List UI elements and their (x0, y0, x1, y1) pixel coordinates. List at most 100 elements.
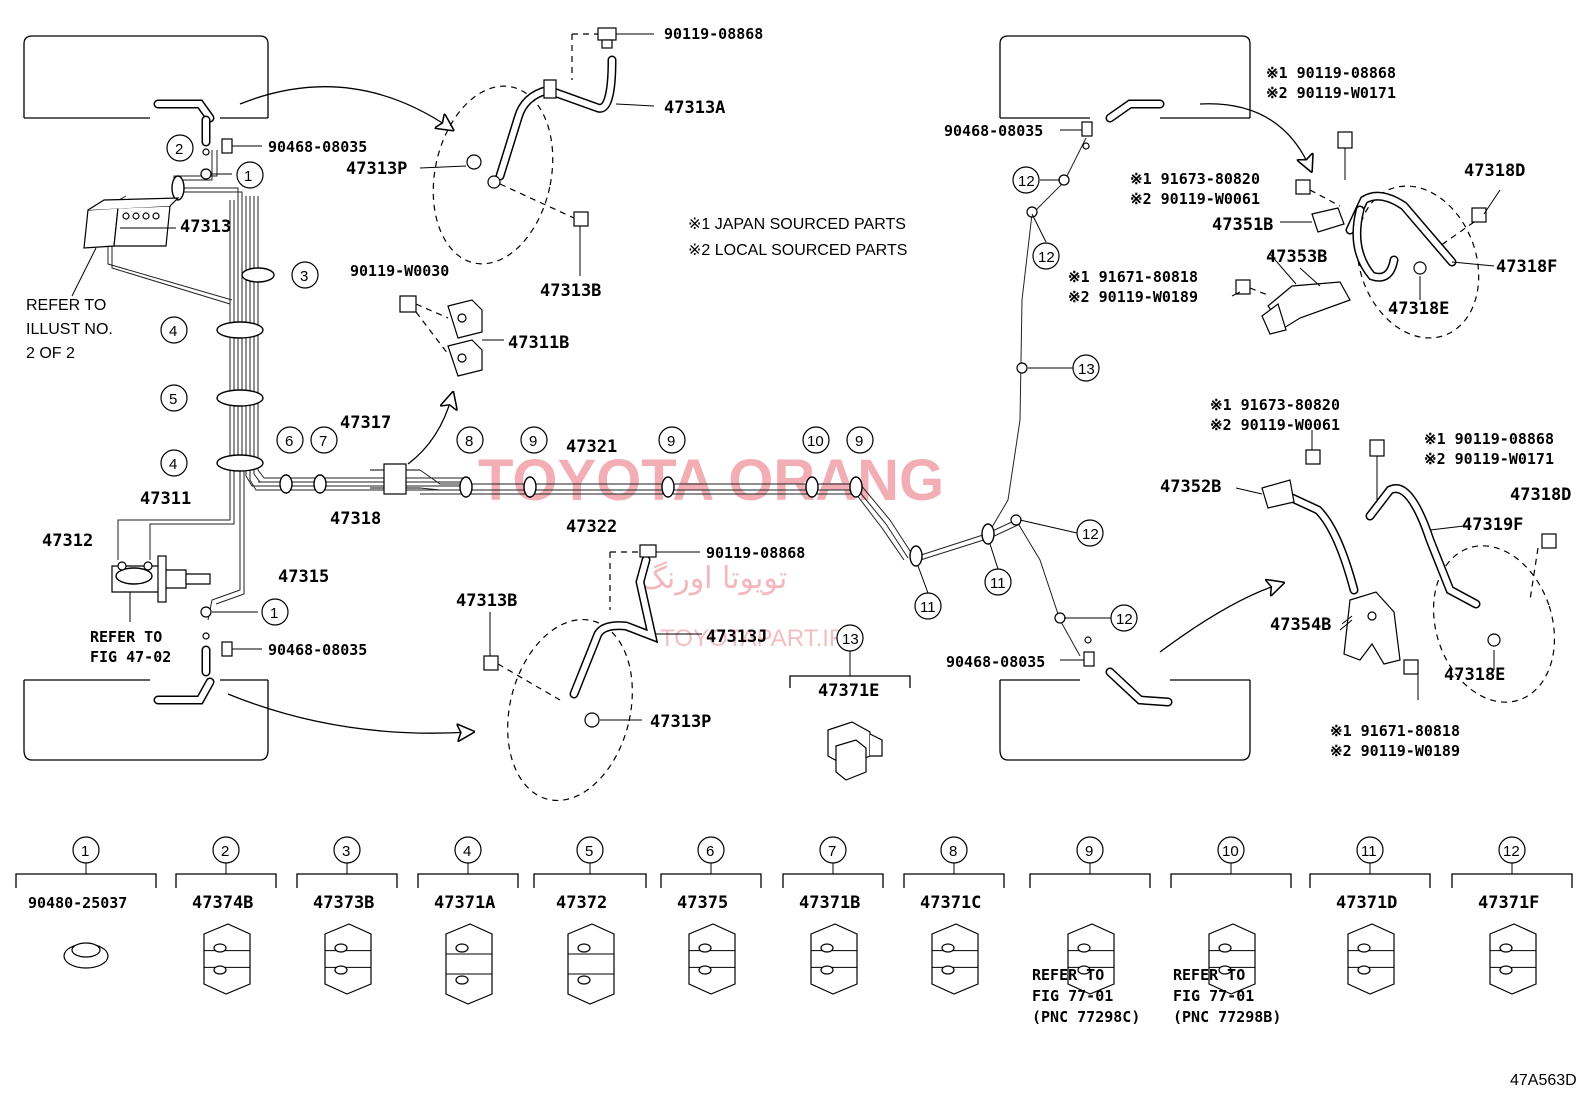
clip-10-icon (1208, 923, 1256, 995)
svg-text:47313A: 47313A (664, 98, 725, 118)
svg-text:10: 10 (807, 433, 824, 450)
svg-text:※1 91673-80820: ※1 91673-80820 (1130, 170, 1260, 188)
svg-text:47319F: 47319F (1462, 515, 1523, 535)
svg-text:90119-W0030: 90119-W0030 (350, 262, 449, 280)
arrow-rear-left (227, 693, 470, 733)
legend-part-number: 47371B (799, 893, 860, 913)
legend-refer-note: REFER TO (1032, 966, 1104, 984)
rear-right-panel (999, 680, 1251, 761)
leader-refer-illust (71, 247, 97, 297)
legend-number: 3 (342, 843, 350, 860)
svg-text:47318: 47318 (330, 509, 381, 529)
svg-text:※1 90119-08868: ※1 90119-08868 (1424, 430, 1554, 448)
clip-5-icon (567, 923, 615, 1005)
svg-text:90468-08035: 90468-08035 (268, 138, 367, 156)
bracket-47354B (1343, 591, 1401, 665)
svg-text:※2 90119-W0189: ※2 90119-W0189 (1068, 288, 1198, 306)
clip-2-icon (203, 923, 251, 995)
legend-number: 1 (81, 843, 89, 860)
svg-text:47318E: 47318E (1444, 665, 1505, 685)
svg-text:90468-08035: 90468-08035 (268, 641, 367, 659)
svg-text:47354B: 47354B (1270, 615, 1331, 635)
legend-item-7: 7 47371B (782, 836, 884, 995)
svg-text:47313P: 47313P (346, 159, 407, 179)
master-cylinder (111, 555, 211, 603)
front-right-panel (999, 35, 1251, 118)
part-labels: 90119-08868 47313A 47313P 47313B 90468-0… (42, 25, 1571, 760)
svg-text:47352B: 47352B (1160, 477, 1221, 497)
svg-text:8: 8 (465, 433, 473, 450)
refer-illust-note: REFER TO ILLUST NO. 2 OF 2 (26, 297, 113, 362)
clip-12-icon (1489, 923, 1537, 995)
svg-text:90119-08868: 90119-08868 (664, 25, 763, 43)
svg-text:12: 12 (1018, 173, 1035, 190)
legend-part-number: 47372 (556, 893, 607, 913)
clamp-3 (241, 267, 275, 283)
refer-fig-note: REFER TO FIG 47-02 (90, 628, 171, 666)
legend-number: 6 (706, 843, 714, 860)
svg-text:47321: 47321 (566, 437, 617, 457)
fl-detail-circle (432, 85, 554, 265)
clip-legend: 190480-25037247374B347373B447371A5473726… (15, 836, 1573, 1026)
svg-text:※2 90119-W0171: ※2 90119-W0171 (1266, 84, 1396, 102)
svg-text:47312: 47312 (42, 531, 93, 551)
svg-text:13: 13 (1078, 361, 1095, 378)
svg-text:1: 1 (244, 168, 252, 185)
svg-text:47318E: 47318E (1388, 299, 1449, 319)
clip-3-icon (324, 923, 372, 995)
watermark-arabic: تويوتا اورنگ (640, 561, 787, 596)
rr-detail-circle (1432, 545, 1556, 703)
arrow-front-right (1199, 103, 1310, 168)
clamp-4b (216, 454, 264, 472)
legend-item-6: 6 47375 (660, 836, 762, 995)
svg-text:90468-08035: 90468-08035 (944, 122, 1043, 140)
svg-text:2: 2 (175, 141, 183, 158)
svg-text:47318D: 47318D (1510, 485, 1571, 505)
svg-text:47313J: 47313J (706, 627, 767, 647)
clamp-2 (171, 175, 185, 201)
svg-text:※2 90119-W0061: ※2 90119-W0061 (1130, 190, 1260, 208)
watermark-url: TOYOTAPART.IR (660, 625, 846, 652)
legend-part-number: 47374B (192, 893, 253, 913)
svg-text:ILLUST NO.: ILLUST NO. (26, 321, 113, 338)
svg-text:47313P: 47313P (650, 712, 711, 732)
legend-part-number: 47371D (1336, 893, 1397, 913)
callouts: 1 2 3 4 5 4 1 6 7 8 9 9 10 9 11 11 12 12… (160, 134, 1138, 652)
svg-text:※2 90119-W0189: ※2 90119-W0189 (1330, 742, 1460, 760)
svg-text:47317: 47317 (340, 413, 391, 433)
svg-text:11: 11 (920, 599, 936, 616)
svg-text:13: 13 (842, 631, 859, 648)
svg-text:47315: 47315 (278, 567, 329, 587)
note-japan: ※1 JAPAN SOURCED PARTS (688, 216, 906, 233)
front-left-panel (23, 35, 269, 118)
arrow-rear-right (1159, 584, 1280, 653)
svg-text:6: 6 (285, 433, 293, 450)
svg-text:12: 12 (1038, 249, 1055, 266)
legend-number: 12 (1503, 843, 1520, 860)
svg-text:11: 11 (990, 575, 1006, 592)
arrow-47311b (407, 396, 452, 465)
figure-code: 47A563D (1510, 1072, 1577, 1089)
svg-text:FIG 47-02: FIG 47-02 (90, 648, 171, 666)
legend-number: 7 (828, 843, 836, 860)
legend-refer-note: REFER TO (1173, 966, 1245, 984)
clip-4-icon (445, 923, 493, 1005)
legend-number: 4 (463, 843, 471, 860)
svg-text:47318D: 47318D (1464, 161, 1525, 181)
svg-text:9: 9 (667, 433, 675, 450)
clip-9-icon (1067, 923, 1115, 995)
svg-text:12: 12 (1082, 526, 1099, 543)
legend-part-number: 47375 (677, 893, 728, 913)
legend-number: 9 (1085, 843, 1093, 860)
svg-text:12: 12 (1116, 611, 1133, 628)
svg-text:47353B: 47353B (1266, 247, 1327, 267)
